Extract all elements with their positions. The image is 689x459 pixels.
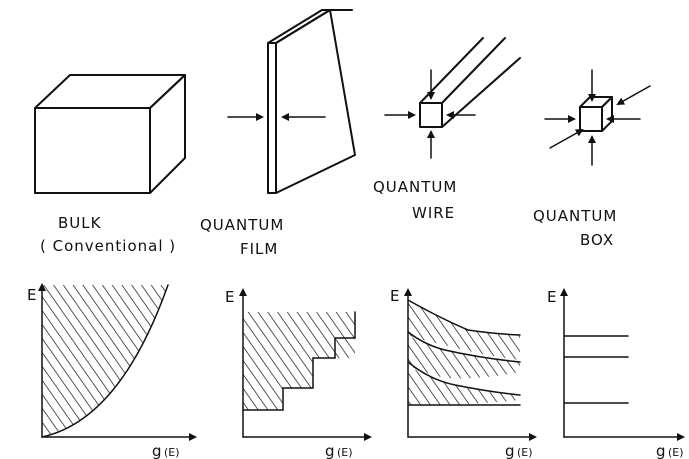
box-energy-axis-label: E [547,288,556,306]
wire-dos-plot: E g (E) [390,287,537,459]
box-confinement-arrows [544,69,651,166]
film-dos-axis-label: g [325,442,335,459]
box-label-line2: BOX [580,231,614,249]
box-dos-plot: E g (E) [547,288,685,459]
wire-dos-fill-2 [408,335,520,379]
wire-label-line2: WIRE [412,204,455,222]
wire-dos-axis-arg: (E) [517,446,533,459]
bulk-dos-axis-label: g [152,442,162,459]
film-label-line1: QUANTUM [200,216,284,234]
bulk-label: BULK [58,214,102,232]
film-energy-axis-label: E [225,288,234,306]
box-dos-axis-label: g [656,442,666,459]
bulk-dos-plot: E g (E) [27,283,197,459]
box-label-line1: QUANTUM [533,207,617,225]
quantum-film-shape [267,9,356,194]
wire-energy-axis-label: E [390,287,399,305]
wire-dos-axis-label: g [505,442,515,459]
wire-dos-fill-3 [408,365,520,405]
quantum-wire-shape [419,37,521,128]
wire-label-line1: QUANTUM [373,178,457,196]
bulk-sublabel: ( Conventional ) [40,237,176,255]
box-dos-axis-arg: (E) [668,446,684,459]
film-dos-axis-arg: (E) [337,446,353,459]
film-label-line2: FILM [240,240,278,258]
film-dos-plot: E g (E) [225,288,372,459]
bulk-dos-axis-arg: (E) [164,446,180,459]
film-dos-fill [243,312,355,410]
bulk-cube-shape [34,74,186,194]
bulk-energy-axis-label: E [27,286,36,304]
quantum-box-shape [579,96,613,132]
wire-confinement-arrows [384,69,476,159]
bulk-dos-fill [42,285,168,437]
